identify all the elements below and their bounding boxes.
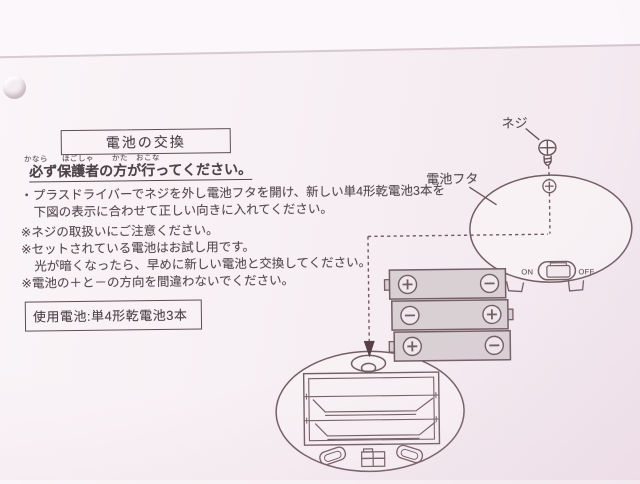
switch-off-label: OFF: [578, 267, 594, 276]
switch-on-label: ON: [521, 267, 533, 276]
batteries-drawing: [384, 269, 513, 362]
device-base-drawing: [275, 350, 464, 472]
battery-3: [389, 331, 510, 361]
screw-label: ネジ: [501, 115, 527, 130]
battery-2: [392, 300, 513, 330]
cover-label: 電池フタ: [426, 171, 478, 187]
cover-screw-hole: [543, 180, 556, 193]
cover-tab-right: [569, 280, 584, 291]
cover-tab-left: [507, 281, 524, 292]
screw-icon: [526, 128, 556, 165]
switch-slider: [547, 265, 570, 277]
battery-1: [384, 269, 505, 299]
